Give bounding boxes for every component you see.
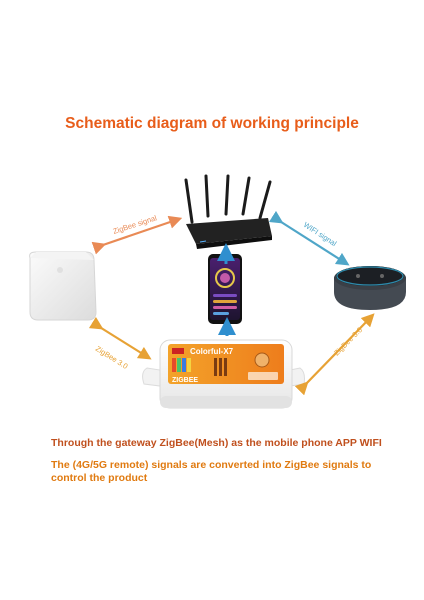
router-icon <box>184 174 272 249</box>
caption-line-1: Through the gateway ZigBee(Mesh) as the … <box>51 437 382 449</box>
speaker-controller-arrow <box>294 313 375 396</box>
diagram-title: Schematic diagram of working principle <box>65 115 359 132</box>
gateway-hub-icon <box>29 251 97 321</box>
zigbee-signal-label: ZigBee signal <box>112 213 158 236</box>
controller-box-icon: Colorful-X7 ZIGBEE <box>142 339 305 409</box>
device-brand-label: Colorful-X7 <box>190 347 234 356</box>
wifi-signal-label: WIFI signal <box>302 220 339 248</box>
gateway-controller-arrow <box>88 316 152 360</box>
device-protocol-label: ZIGBEE <box>172 377 198 384</box>
caption-line-2: The (4G/5G remote) signals are converted… <box>51 459 372 484</box>
zigbee3-left-label: ZigBee 3.0 <box>94 344 130 371</box>
smartphone-icon <box>208 254 242 324</box>
smart-speaker-icon <box>334 266 406 310</box>
zigbee3-right-label: ZigBee 3.0 <box>332 325 364 357</box>
wifi-signal-arrow <box>268 210 350 266</box>
zigbee-signal-arrow <box>91 215 183 255</box>
